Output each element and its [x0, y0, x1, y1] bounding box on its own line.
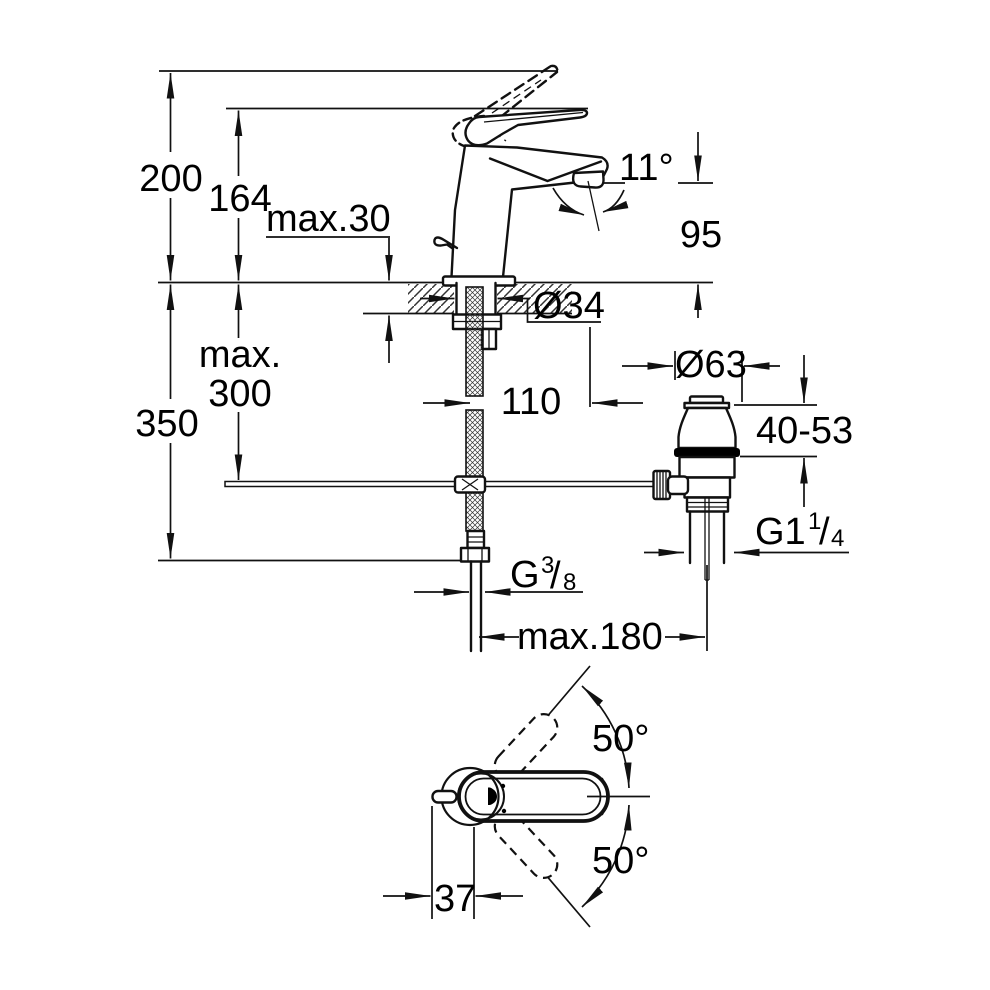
label-supply-thread: G 3 / 8 [510, 552, 576, 597]
faucet-body [450, 144, 609, 279]
dashed-lever-inner [491, 79, 542, 114]
label-spout-angle: 11° [619, 147, 674, 189]
waste-seal-ring [674, 448, 740, 457]
label-supply-thread-sup: 3 [541, 552, 554, 579]
dimension-lines [166, 73, 849, 651]
waste-thread-collar [685, 496, 730, 513]
label-waste-thread-slash: / [819, 511, 830, 553]
lever-inner-line [483, 111, 584, 123]
hose-hex-lines [467, 548, 483, 562]
swivel-arc-upper [581, 685, 632, 789]
label-below-max-2: 300 [208, 373, 271, 415]
faucet-side-view [224, 64, 673, 653]
label-waste-thread-sub: 4 [831, 525, 844, 552]
label-supply-thread-main: G [510, 554, 540, 596]
waste-body-lower [683, 476, 732, 499]
label-overall-height: 200 [139, 158, 202, 200]
swivel-arc-lower [581, 804, 632, 908]
rod-knob-knurl [656, 472, 667, 498]
label-below-max-1: max. [199, 334, 281, 376]
label-supply-thread-slash: / [550, 555, 561, 597]
label-height-to-lever: 164 [208, 178, 271, 220]
label-waste-thread-main: G1 [755, 511, 806, 553]
hose-braid-1 [465, 286, 484, 397]
aerator [571, 170, 605, 189]
waste-body-upper [678, 455, 736, 479]
label-spout-reach: 110 [501, 381, 562, 423]
handle-top-view: 50° 50° 37 [383, 665, 650, 928]
label-swivel-lower: 50° [592, 840, 649, 882]
spout-inner-panel [488, 157, 603, 183]
label-supply-length: 350 [135, 403, 198, 445]
drain-assembly [652, 395, 740, 581]
lever-dot-bottom [501, 808, 507, 814]
reference-lines [158, 70, 713, 562]
label-waste-thread: G1 1 / 4 [755, 508, 844, 553]
label-hole-dia: Ø34 [533, 285, 605, 327]
label-swivel-upper: 50° [592, 718, 649, 760]
label-rod-reach: max.180 [517, 616, 663, 658]
hose-braid-2 [465, 409, 484, 478]
waste-thread-lines [687, 501, 728, 508]
lever-handle [464, 108, 589, 147]
lever-dot-top [500, 783, 506, 789]
label-outlet-height: 95 [680, 214, 722, 256]
water-stream-line [587, 180, 600, 232]
rod-joint [666, 475, 690, 496]
label-waste-dia: Ø63 [675, 344, 747, 386]
dimension-labels: 200 164 max.30 11° 95 Ø34 max. 300 350 1… [135, 147, 853, 658]
hose-collar [466, 529, 486, 550]
cartridge-circle [457, 772, 505, 821]
label-lever-offset: 37 [434, 878, 476, 920]
rod-clamp-cross [461, 478, 479, 491]
hose-hex-nut [459, 546, 491, 563]
angle-arc-right [602, 189, 629, 213]
label-deck-max: max.30 [266, 198, 391, 240]
pop-up-hook [433, 236, 459, 250]
dim-34-leader [526, 298, 601, 323]
angle-arc-left [552, 187, 585, 216]
pop-up-tab [431, 789, 458, 804]
label-supply-thread-sub: 8 [563, 569, 576, 596]
hose-braid-3 [465, 490, 484, 532]
dashed-lever-bottom-edge [486, 70, 559, 129]
dashed-lever-base [451, 114, 486, 148]
pop-up-rod [224, 480, 673, 488]
dashed-lever-tip [549, 64, 559, 74]
label-waste-thread-sup: 1 [808, 508, 821, 535]
label-clamp-range: 40-53 [756, 410, 853, 452]
waste-tailpipe [688, 510, 726, 565]
lever-notch-mark [488, 787, 497, 805]
hose-collar-lines [467, 536, 484, 543]
waste-flange-neck [677, 406, 737, 450]
dashed-lever-top-edge [473, 64, 553, 118]
